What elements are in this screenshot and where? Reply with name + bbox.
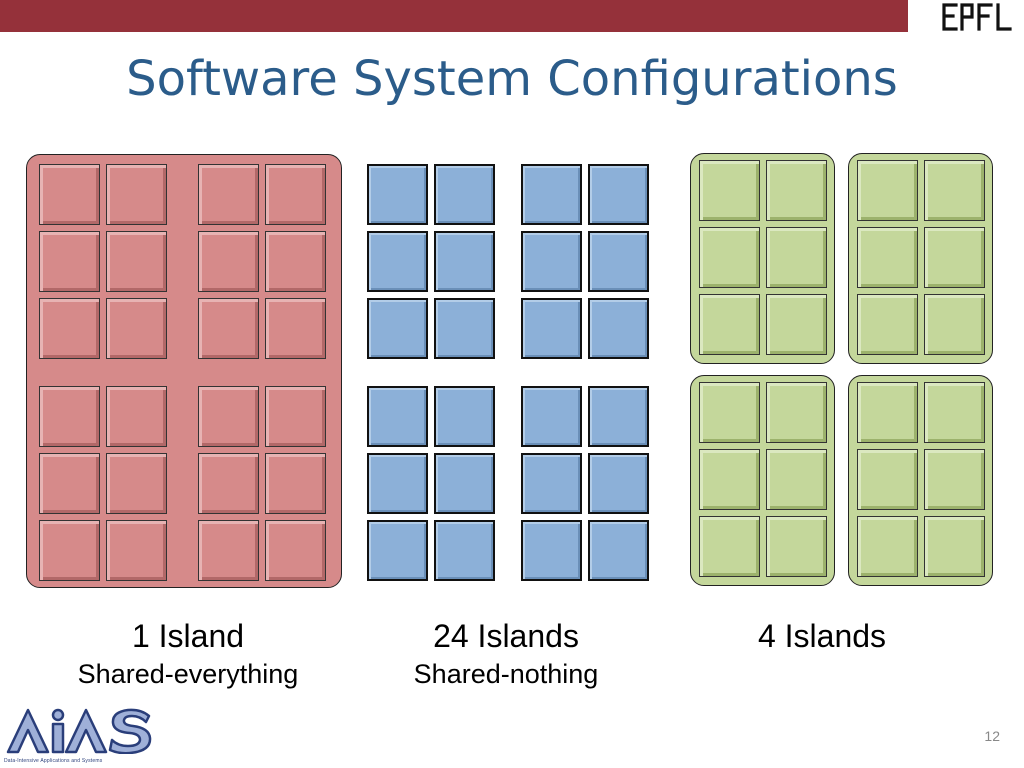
core-island [521,453,582,514]
core-tile [265,520,326,581]
core-tile [857,294,918,355]
core-tile [39,453,100,514]
core-tile [924,227,985,288]
core-tile [39,520,100,581]
slide-title: Software System Configurations [126,51,898,107]
core-island [588,164,649,225]
core-tile [766,449,827,510]
core-tile [857,160,918,221]
core-tile [198,231,259,292]
core-island [588,520,649,581]
page-number: 12 [984,728,1000,744]
core-tile [699,294,760,355]
aias-logo [6,706,156,755]
caption-label: 24 Islands [433,618,579,654]
epfl-logo [938,0,1018,33]
core-tile [39,164,100,225]
caption-label: 4 Islands [757,618,887,654]
core-island [367,231,428,292]
core-tile [106,386,167,447]
core-island [367,298,428,359]
core-island [434,386,495,447]
core-island [521,386,582,447]
core-island [434,164,495,225]
core-tile [857,516,918,577]
core-island [521,298,582,359]
core-tile [699,516,760,577]
epfl-logo-icon [942,3,1012,31]
core-tile [265,453,326,514]
core-tile [265,164,326,225]
header-bar [0,0,1024,32]
core-tile [198,298,259,359]
core-tile [699,449,760,510]
core-tile [766,294,827,355]
aias-tagline-text: Data-Intensive Applications and Systems [4,758,103,764]
core-island [367,164,428,225]
core-tile [699,382,760,443]
core-tile [924,382,985,443]
core-tile [924,449,985,510]
core-tile [857,227,918,288]
core-island [367,520,428,581]
core-tile [39,386,100,447]
caption-description: Shared-nothing [413,659,599,689]
core-tile [39,231,100,292]
core-tile [39,298,100,359]
core-tile [265,386,326,447]
core-tile [106,298,167,359]
core-tile [106,164,167,225]
core-tile [106,453,167,514]
core-tile [198,164,259,225]
aias-tagline: Data-Intensive Applications and Systems [4,758,152,764]
core-tile [766,516,827,577]
core-island [588,231,649,292]
core-tile [766,160,827,221]
core-tile [265,298,326,359]
island-red [26,154,342,588]
core-tile [106,231,167,292]
core-tile [924,294,985,355]
core-tile [924,160,985,221]
core-island [521,231,582,292]
caption-config-1: 1 Island Shared-everything [38,616,338,692]
core-tile [198,386,259,447]
core-tile [106,520,167,581]
core-island [588,298,649,359]
core-island [434,298,495,359]
core-island [521,164,582,225]
core-tile [265,231,326,292]
core-island [367,386,428,447]
core-tile [857,382,918,443]
caption-description: Shared-everything [77,659,299,689]
core-island [588,386,649,447]
caption-label: 1 Island [131,618,245,654]
core-tile [857,449,918,510]
core-tile [198,453,259,514]
core-island [367,453,428,514]
caption-config-3: 4 Islands [672,616,972,656]
core-tile [699,227,760,288]
core-island [434,231,495,292]
caption-config-2: 24 Islands Shared-nothing [356,616,656,692]
core-island [521,520,582,581]
core-tile [699,160,760,221]
core-tile [766,382,827,443]
aias-logo-icon [6,708,152,755]
core-tile [924,516,985,577]
core-tile [198,520,259,581]
core-tile [766,227,827,288]
core-island [434,453,495,514]
core-island [434,520,495,581]
core-island [588,453,649,514]
